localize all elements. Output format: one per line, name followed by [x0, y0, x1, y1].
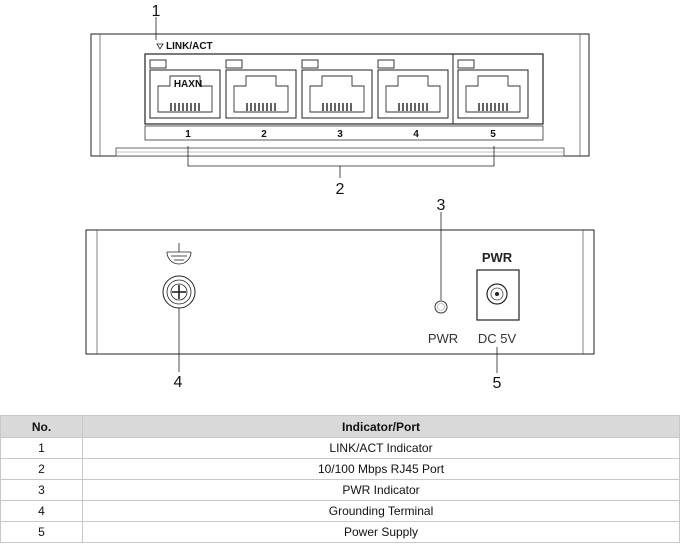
row-no: 1 [0, 437, 83, 459]
rear-panel: PWR PWR DC 5V [85, 229, 595, 355]
row-item: Grounding Terminal [82, 500, 680, 522]
link-act-led [377, 59, 395, 69]
callout-2-bracket [187, 146, 495, 167]
rj45-ports: 1 2 3 4 5 [149, 54, 529, 140]
port-number-label: 4 [413, 129, 419, 140]
power-jack-top-label: PWR [482, 250, 513, 265]
port1-marking: HAXN [174, 79, 202, 90]
link-act-led [225, 59, 243, 69]
row-no: 2 [0, 458, 83, 480]
table-header-row: No. Indicator/Port [0, 415, 680, 438]
link-act-led [149, 59, 167, 69]
port-number-strip [144, 125, 544, 141]
port-number-label: 2 [261, 129, 267, 140]
table-row: 4 Grounding Terminal [0, 500, 680, 522]
link-act-led [301, 59, 319, 69]
row-no: 3 [0, 479, 83, 501]
callout-2: 2 [336, 181, 345, 198]
pwr-led-label: PWR [428, 331, 458, 346]
row-item: LINK/ACT Indicator [82, 437, 680, 459]
row-item: PWR Indicator [82, 479, 680, 501]
led-arrow-icon [156, 43, 164, 50]
callout-4: 4 [174, 374, 183, 391]
callout-3: 3 [437, 197, 446, 214]
link-act-label: LINK/ACT [166, 41, 213, 52]
table-row: 3 PWR Indicator [0, 479, 680, 501]
header-no: No. [0, 415, 83, 438]
pwr-led-icon [434, 300, 448, 314]
port-number-label: 1 [185, 129, 191, 140]
table-row: 1 LINK/ACT Indicator [0, 437, 680, 459]
switch-panel-diagram: LINK/ACT 1 2 3 4 5 HAXN 1 2 [85, 3, 595, 392]
link-act-led [457, 59, 475, 69]
power-jack-bottom-label: DC 5V [478, 331, 517, 346]
table-row: 5 Power Supply [0, 521, 680, 543]
row-item: Power Supply [82, 521, 680, 543]
row-no: 5 [0, 521, 83, 543]
row-item: 10/100 Mbps RJ45 Port [82, 458, 680, 480]
header-indicator-port: Indicator/Port [82, 415, 680, 438]
callout-5: 5 [493, 375, 502, 392]
front-panel: LINK/ACT 1 2 3 4 5 HAXN [90, 33, 590, 157]
port-number-label: 5 [490, 129, 496, 140]
callout-1: 1 [152, 3, 161, 20]
row-no: 4 [0, 500, 83, 522]
indicator-port-table: No. Indicator/Port 1 LINK/ACT Indicator … [0, 415, 680, 543]
port-number-label: 3 [337, 129, 343, 140]
ground-symbol-icon [166, 243, 192, 265]
table-row: 2 10/100 Mbps RJ45 Port [0, 458, 680, 480]
